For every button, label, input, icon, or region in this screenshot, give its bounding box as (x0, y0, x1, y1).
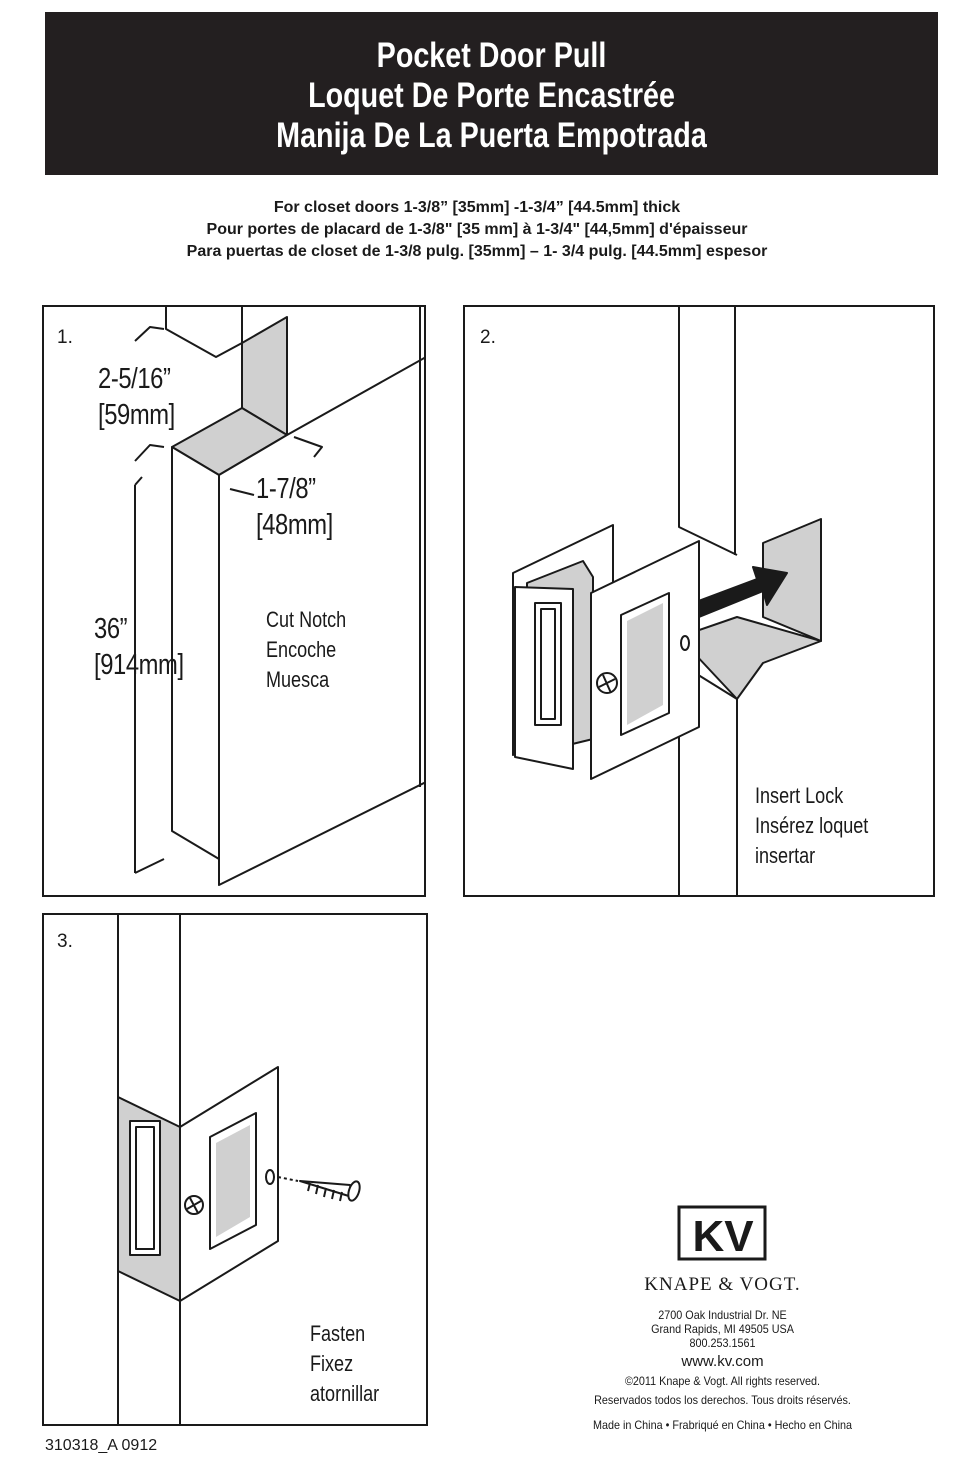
thickness-note-english: For closet doors 1-3/8” [35mm] -1-3/4” [… (273, 199, 681, 216)
step-1-panel: 1. 2-5/16” [59mm] 1-7/8” [48mm] 36” [914… (42, 305, 426, 897)
fasten-illustration (117, 915, 361, 1424)
insert-lock-label-english: Insert Lock (755, 783, 844, 808)
notch-depth-inches: 1-7/8” (256, 473, 316, 505)
phone-number: 800.253.1561 (689, 1336, 756, 1350)
insert-lock-label-spanish: insertar (755, 843, 816, 868)
title-french: Loquet De Porte Encastrée (308, 76, 675, 115)
handle-height-mm: [914mm] (94, 649, 184, 681)
thickness-note-french: Pour portes de placard de 1-3/8" [35 mm]… (206, 221, 748, 238)
notch-depth-mm: [48mm] (256, 509, 333, 541)
step-1-number: 1. (57, 327, 73, 348)
step-3-panel: 3. Fasten Fixez atornillar (42, 913, 428, 1426)
rights-notice: Reservados todos los derechos. Tous droi… (594, 1393, 851, 1407)
cut-notch-label-spanish: Muesca (266, 667, 330, 692)
step-2-number: 2. (480, 327, 496, 348)
kv-logo-icon: KV (677, 1205, 766, 1261)
website-link[interactable]: www.kv.com (681, 1353, 764, 1370)
cut-notch-label-english: Cut Notch (266, 607, 347, 632)
title-spanish: Manija De La Puerta Empotrada (276, 116, 707, 155)
notch-width-mm: [59mm] (98, 399, 175, 431)
insert-lock-label-french: Insérez loquet (755, 813, 869, 838)
company-info: KV KNAPE & VOGT. 2700 Oak Industrial Dr.… (560, 1205, 885, 1435)
step-2-panel: 2. Insert Lock Insérez loquet insertar (463, 305, 935, 897)
logo-text: KV (692, 1212, 754, 1261)
door-notch-illustration (134, 307, 424, 886)
fasten-label-french: Fixez (310, 1351, 354, 1376)
fasten-label-english: Fasten (310, 1321, 366, 1346)
handle-height-inches: 36” (94, 613, 128, 645)
copyright-notice: ©2011 Knape & Vogt. All rights reserved. (624, 1374, 821, 1388)
title-english: Pocket Door Pull (376, 36, 607, 75)
notch-width-inches: 2-5/16” (98, 363, 171, 395)
fasten-label-spanish: atornillar (310, 1381, 380, 1406)
document-number: 310318_A 0912 (45, 1437, 158, 1454)
address-line-1: 2700 Oak Industrial Dr. NE (658, 1308, 787, 1322)
insert-lock-illustration (512, 307, 822, 895)
title-banner: Pocket Door Pull Loquet De Porte Encastr… (45, 12, 938, 175)
cut-notch-label-french: Encoche (266, 637, 337, 662)
made-in-notice: Made in China • Frabriqué en China • Hec… (592, 1418, 853, 1432)
door-thickness-note: For closet doors 1-3/8” [35mm] -1-3/4” [… (0, 197, 954, 263)
thickness-note-spanish: Para puertas de closet de 1-3/8 pulg. [3… (186, 243, 768, 260)
address-line-2: Grand Rapids, MI 49505 USA (651, 1322, 794, 1336)
step-3-number: 3. (57, 931, 73, 952)
company-name: KNAPE & VOGT. (644, 1274, 801, 1295)
